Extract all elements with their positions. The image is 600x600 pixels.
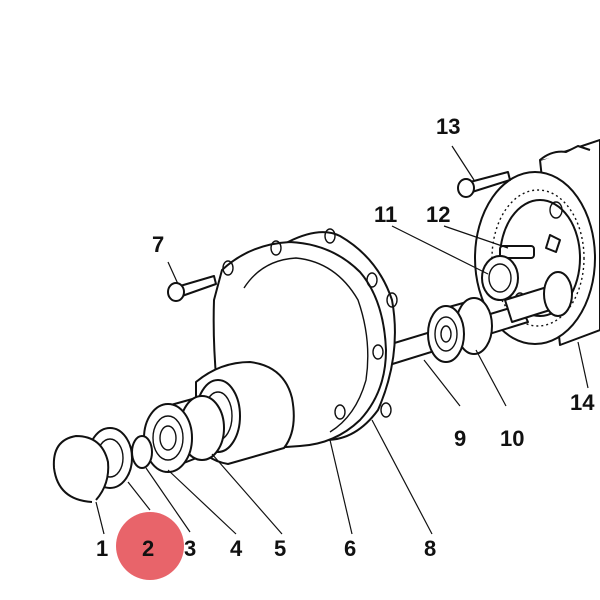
callout-5[interactable]: 5	[274, 536, 286, 561]
callout-10[interactable]: 10	[500, 426, 524, 451]
callout-13[interactable]: 13	[436, 114, 460, 139]
shaft-bearing[interactable]	[427, 297, 493, 363]
callout-7[interactable]: 7	[152, 232, 164, 257]
callout-12[interactable]: 12	[426, 202, 450, 227]
callout-8[interactable]: 8	[424, 536, 436, 561]
callout-14[interactable]: 14	[570, 390, 595, 415]
housing-cover[interactable]	[195, 228, 398, 465]
input-bearing[interactable]	[143, 395, 225, 473]
callout-labels: 1 2 3 4 5 6 7 8 9 10 11 12 13 14	[96, 114, 595, 561]
highlight-marker	[116, 512, 184, 580]
dowel-pin[interactable]	[499, 245, 535, 259]
callout-6[interactable]: 6	[344, 536, 356, 561]
circlip[interactable]	[52, 435, 110, 503]
callout-2[interactable]: 2	[142, 536, 154, 561]
callout-4[interactable]: 4	[230, 536, 243, 561]
small-snap-ring[interactable]	[131, 435, 153, 469]
callout-11[interactable]: 11	[374, 202, 397, 227]
housing-bolt[interactable]	[457, 171, 511, 198]
callout-1[interactable]: 1	[96, 536, 108, 561]
drive-gear[interactable]	[481, 255, 519, 301]
callout-3[interactable]: 3	[184, 536, 196, 561]
leader-lines	[95, 145, 589, 535]
callout-9[interactable]: 9	[454, 426, 466, 451]
cover-bolt[interactable]	[167, 275, 217, 302]
